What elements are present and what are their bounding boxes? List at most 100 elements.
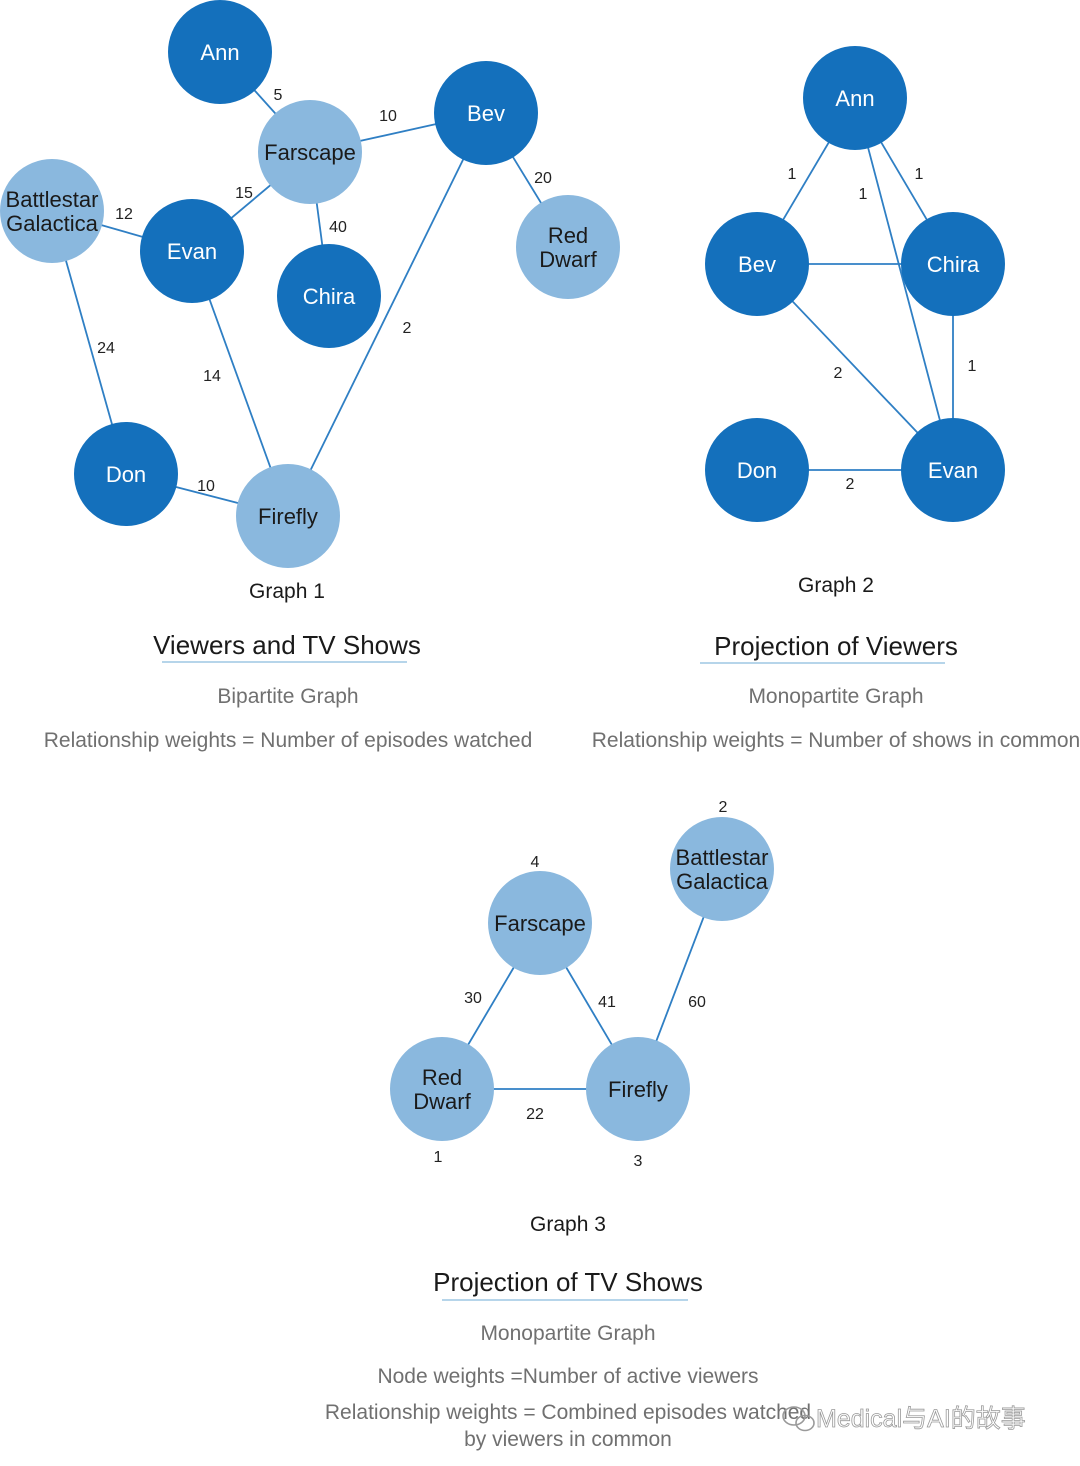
graph1-node-label-reddwarf-line2: Dwarf [539, 247, 597, 272]
graph3-node-label-bsg-line2: Galactica [676, 869, 768, 894]
graph3-node-label-farscape: Farscape [494, 911, 586, 936]
graph3-relationship-weights-description-cont: by viewers in common [464, 1428, 672, 1451]
graph3-node-circle-bsg [670, 817, 774, 921]
graph1-edge-weight-bev-reddwarf: 20 [534, 170, 552, 187]
graph3-node-label-firefly: Firefly [608, 1077, 668, 1102]
graph1-node-farscape[interactable]: Farscape [258, 100, 362, 204]
graph2-edge-weight-don-evan: 2 [846, 476, 855, 493]
graph3-node-label-reddwarf-line2: Dwarf [413, 1089, 471, 1114]
graph1-edge-weight-don-firefly: 10 [197, 478, 215, 495]
graph3-node-weight-reddwarf: 1 [434, 1149, 443, 1166]
graph1-node-label-firefly: Firefly [258, 504, 318, 529]
graph1-node-label-bsg-line2: Galactica [6, 211, 98, 236]
graph1-node-circle-reddwarf [516, 195, 620, 299]
graph3-node-weights-description: Node weights =Number of active viewers [377, 1365, 758, 1388]
graph1-node-circle-bev [434, 61, 538, 165]
graph2-node-bev[interactable]: Bev [705, 212, 809, 316]
graph3-node-farscape[interactable]: Farscape 4 [488, 854, 592, 975]
graph2-node-chira[interactable]: Chira [901, 212, 1005, 316]
graph1-node-ann[interactable]: Ann [168, 0, 272, 104]
graph2-node-circle-don [705, 418, 809, 522]
graph2-edge-ann-evan [854, 97, 954, 471]
graph1-node-label-ann: Ann [200, 40, 239, 65]
graph3-edge-weight-reddwarf-firefly: 22 [526, 1106, 544, 1123]
graph1-caption: Graph 1 [249, 580, 325, 603]
graph1-node-label-farscape: Farscape [264, 140, 356, 165]
graph3-node-label-bsg-line1: Battlestar [676, 845, 769, 870]
graph3-edge-weight-farscape-reddwarf: 30 [464, 990, 482, 1007]
watermark: Medical与AI的故事 [782, 1405, 1026, 1433]
graph2-edge-weight-ann-bev: 1 [788, 166, 797, 183]
graph1-node-label-don: Don [106, 462, 146, 487]
graph1-node-label-bev: Bev [467, 101, 505, 126]
graph1-node-circle-don [74, 422, 178, 526]
graph1-bipartite: 510201215402414210AnnFarscapeBevBattlest… [0, 0, 620, 568]
graph1-title: Viewers and TV Shows [153, 630, 421, 660]
graph2-node-circle-chira [901, 212, 1005, 316]
graph1-node-circle-evan [140, 199, 244, 303]
graph2-edge-weight-bev-evan: 2 [834, 365, 843, 382]
graph3-caption: Graph 3 [530, 1213, 606, 1236]
graph1-edge-weight-farscape-bev: 10 [379, 108, 397, 125]
graph2-node-label-chira: Chira [927, 252, 980, 277]
graph1-node-circle-farscape [258, 100, 362, 204]
graph2-node-circle-bev [705, 212, 809, 316]
graph3-node-circle-farscape [488, 871, 592, 975]
graph2-node-label-don: Don [737, 458, 777, 483]
graph2-node-evan[interactable]: Evan [901, 418, 1005, 522]
graph1-node-label-evan: Evan [167, 239, 217, 264]
graph2-node-don[interactable]: Don [705, 418, 809, 522]
graph3-node-firefly[interactable]: Firefly 3 [586, 1037, 690, 1170]
graph1-node-circle-ann [168, 0, 272, 104]
graph1-edge-weight-bsg-don: 24 [97, 340, 115, 357]
graph1-node-label-chira: Chira [303, 284, 356, 309]
graph1-node-evan[interactable]: Evan [140, 199, 244, 303]
graph3-relationship-weights-description: Relationship weights = Combined episodes… [325, 1401, 811, 1424]
graph2-edge-weight-ann-evan: 1 [859, 186, 868, 203]
graph2-node-circle-ann [803, 46, 907, 150]
graph2-edge-weight-ann-chira: 1 [915, 166, 924, 183]
graph2-node-label-ann: Ann [835, 86, 874, 111]
graph1-edge-weight-bev-firefly: 2 [403, 320, 412, 337]
graph3-show-projection: 30 41 60 22 Farscape 4 BattlestarGalactica2Red… [390, 799, 774, 1170]
graph2-node-ann[interactable]: Ann [803, 46, 907, 150]
graph1-edge-weight-bsg-evan: 12 [115, 206, 133, 223]
graph2-caption: Graph 2 [798, 574, 874, 597]
graph1-subtitle: Bipartite Graph [217, 685, 358, 708]
graph1-node-label-reddwarf-line1: Red [548, 223, 588, 248]
graph3-edge-weight-bsg-firefly: 60 [688, 994, 706, 1011]
graph3-edge-weight-farscape-firefly: 41 [598, 994, 616, 1011]
graph2-node-label-bev: Bev [738, 252, 776, 277]
graph1-edge-weight-farscape-chira: 40 [329, 219, 347, 236]
graph1-node-circle-chira [277, 244, 381, 348]
graph1-node-bev[interactable]: Bev [434, 61, 538, 165]
graph3-title: Projection of TV Shows [433, 1267, 703, 1297]
graph1-node-don[interactable]: Don [74, 422, 178, 526]
graph1-description: Relationship weights = Number of episode… [44, 729, 533, 752]
graph1-node-label-bsg-line1: Battlestar [6, 187, 99, 212]
graph3-node-weight-farscape: 4 [531, 854, 540, 871]
graph3-subtitle: Monopartite Graph [480, 1322, 655, 1345]
graph3-node-label-reddwarf-line1: Red [422, 1065, 462, 1090]
graph1-node-firefly[interactable]: Firefly [236, 464, 340, 568]
graph2-edge-weight-chira-evan: 1 [968, 358, 977, 375]
graph2-title: Projection of Viewers [714, 631, 958, 661]
graph1-node-chira[interactable]: Chira [277, 244, 381, 348]
watermark-text: Medical与AI的故事 [816, 1405, 1026, 1433]
graph1-edge-bev-firefly [287, 112, 487, 517]
graph3-node-weight-firefly: 3 [634, 1153, 643, 1170]
wechat-icon [782, 1406, 815, 1432]
graph2-node-label-evan: Evan [928, 458, 978, 483]
graph2-subtitle: Monopartite Graph [748, 685, 923, 708]
graph1-edge-weight-ann-farscape: 5 [274, 87, 283, 104]
graph3-node-circle-reddwarf [390, 1037, 494, 1141]
graph1-edge-weight-evan-firefly: 14 [203, 368, 221, 385]
